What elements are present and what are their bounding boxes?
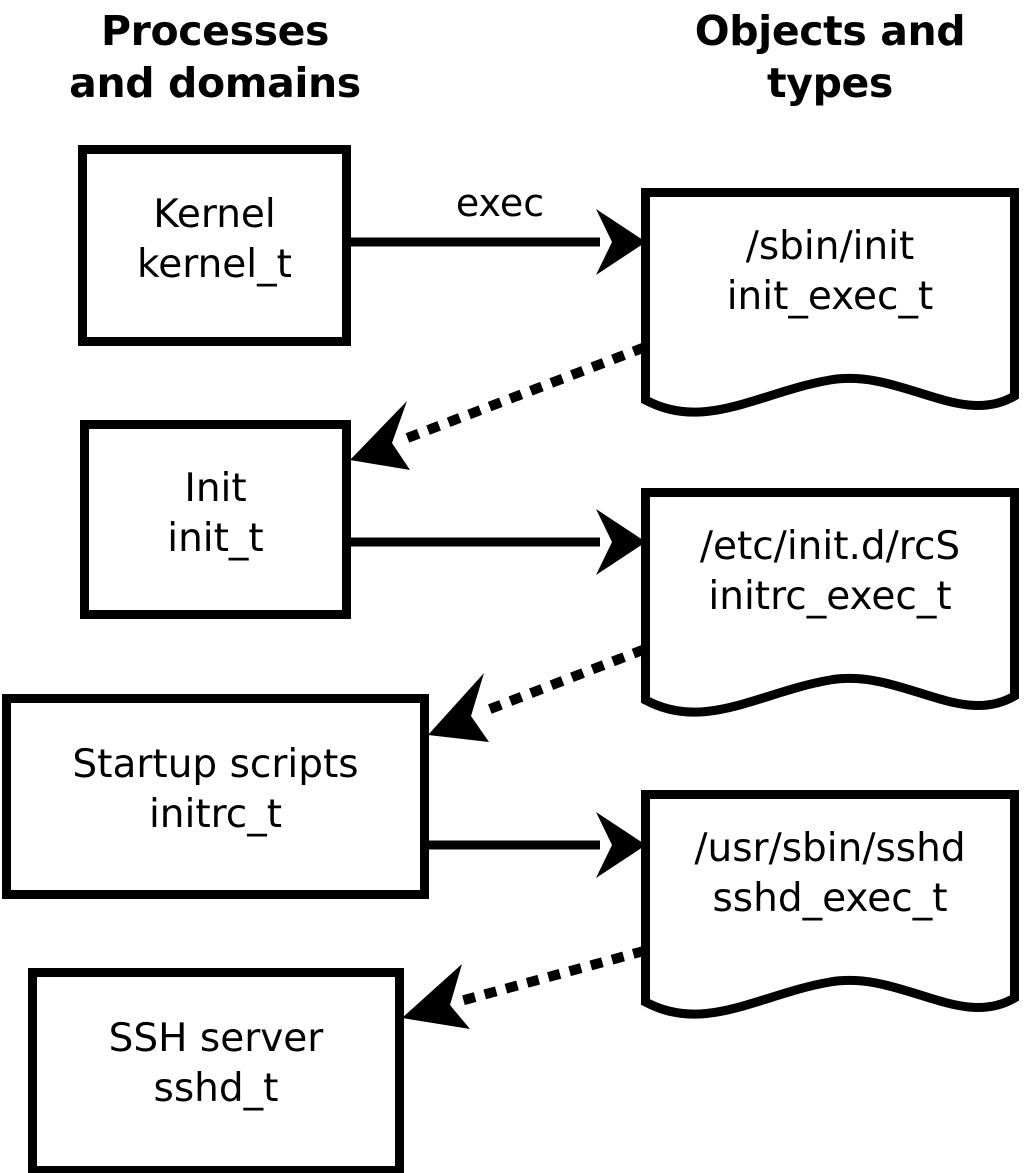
process-box-kernel[interactable] xyxy=(78,145,351,346)
edge-initrc-exec-to-initrc-line xyxy=(483,644,647,716)
edge-sshd-exec-to-sshd-line xyxy=(461,945,647,1006)
edge-init-exec-to-init-arrowhead xyxy=(350,401,410,470)
edge-initrc-exec-to-initrc-arrowhead xyxy=(428,673,489,742)
process-box-init[interactable] xyxy=(80,420,351,619)
column-header-processes-and-domains: Processes and domains xyxy=(69,7,361,107)
edge-initrc-to-sshd-exec-arrowhead xyxy=(596,812,646,878)
edge-sshd-exec-to-sshd-arrowhead xyxy=(402,964,470,1029)
object-box-init-exec[interactable] xyxy=(641,188,1019,417)
edge-kernel-to-init-exec-arrowhead xyxy=(596,209,646,275)
process-box-initrc[interactable] xyxy=(2,694,429,899)
object-box-sshd-exec[interactable] xyxy=(641,790,1019,1019)
edge-init-to-initrc-exec-arrowhead xyxy=(596,509,646,575)
object-box-initrc-exec[interactable] xyxy=(641,488,1019,717)
column-header-objects-and-types: Objects and types xyxy=(694,7,966,107)
edge-init-exec-to-init-line xyxy=(403,342,647,444)
edge-label-exec: exec xyxy=(455,181,545,225)
process-box-sshd[interactable] xyxy=(28,968,404,1173)
